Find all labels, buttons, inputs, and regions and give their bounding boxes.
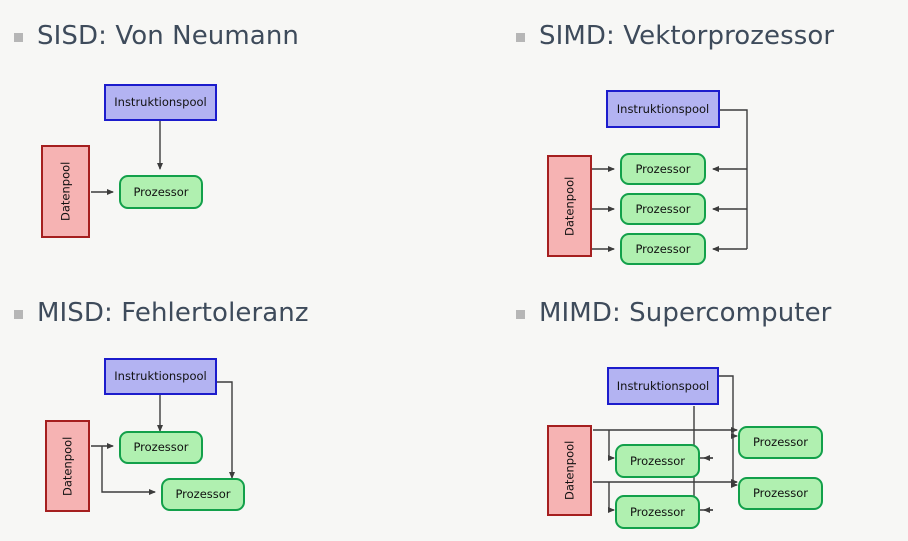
heading-simd: SIMD: Vektorprozessor <box>516 21 834 51</box>
bus-instruction <box>720 109 748 249</box>
bus-instruction-outer <box>719 375 734 485</box>
instruction-pool-box: Instruktionspool <box>607 367 719 405</box>
heading-sisd-label: SISD: Von Neumann <box>37 21 299 51</box>
arrow-data-to-lproc-2 <box>608 482 615 513</box>
processor-box-2: Prozessor <box>161 478 245 511</box>
processor-box-1: Prozessor <box>119 431 203 464</box>
arrow-data-to-lproc-1 <box>608 430 615 461</box>
data-pool-box: Datenpool <box>41 145 90 238</box>
diagram-misd-connectors <box>91 381 235 495</box>
heading-misd-label: MISD: Fehlertoleranz <box>37 298 309 328</box>
instruction-pool-box: Instruktionspool <box>104 84 217 121</box>
processor-box-left-1: Prozessor <box>615 444 700 478</box>
diagram-misd: Instruktionspool Datenpool Prozessor Pro… <box>0 280 454 541</box>
heading-misd: MISD: Fehlertoleranz <box>14 298 309 328</box>
heading-mimd-label: MIMD: Supercomputer <box>539 298 832 328</box>
processor-box-2: Prozessor <box>620 193 706 225</box>
heading-simd-label: SIMD: Vektorprozessor <box>539 21 835 51</box>
diagram-simd: Instruktionspool Datenpool Prozessor Pro… <box>454 0 908 280</box>
processor-box-3: Prozessor <box>620 233 706 265</box>
arrow-instr-to-proc-2 <box>217 381 235 479</box>
instruction-pool-box: Instruktionspool <box>104 358 217 395</box>
bullet-square-icon <box>14 309 23 319</box>
diagram-sisd: Instruktionspool Datenpool Prozessor <box>0 0 454 270</box>
data-pool-box: Datenpool <box>547 155 592 257</box>
processor-box-1: Prozessor <box>620 153 706 185</box>
bullet-square-icon <box>516 32 525 42</box>
bullet-square-icon <box>516 309 525 319</box>
heading-mimd: MIMD: Supercomputer <box>516 298 831 328</box>
diagram-mimd-connectors <box>593 375 738 513</box>
processor-box-left-2: Prozessor <box>615 495 700 529</box>
arrow-data-to-proc-2 <box>101 446 156 495</box>
heading-sisd: SISD: Von Neumann <box>14 21 299 51</box>
diagram-simd-connectors <box>592 109 748 252</box>
diagram-mimd: Instruktionspool Datenpool Prozessor Pro… <box>454 280 908 541</box>
instruction-pool-box: Instruktionspool <box>606 90 720 128</box>
processor-box-right-2: Prozessor <box>738 477 823 510</box>
processor-box-right-1: Prozessor <box>738 426 823 459</box>
data-pool-box: Datenpool <box>547 425 592 516</box>
processor-box: Prozessor <box>119 175 203 209</box>
diagram-sisd-connectors <box>91 121 163 195</box>
bullet-square-icon <box>14 32 23 42</box>
data-pool-box: Datenpool <box>45 420 90 512</box>
